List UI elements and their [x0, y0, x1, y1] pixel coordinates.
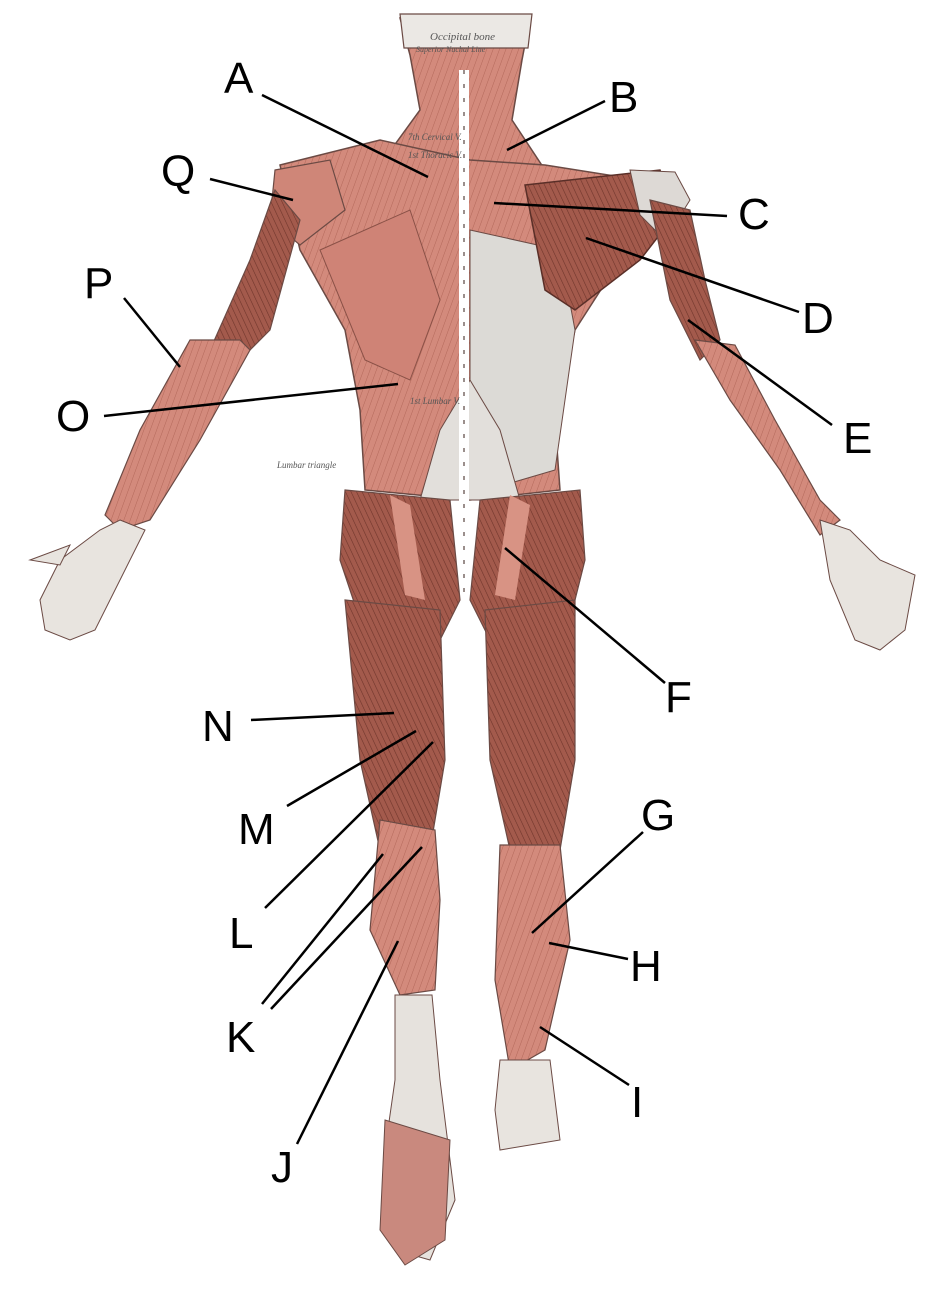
label-j: J [271, 1143, 293, 1192]
text-lumbar-triangle: Lumbar triangle [276, 460, 336, 470]
leader-line-l [264, 741, 434, 909]
leader-line-i [539, 1025, 630, 1087]
leader-line-d [585, 236, 800, 314]
leader-line-a [261, 93, 429, 179]
label-n: N [202, 702, 234, 751]
leader-line-h [548, 941, 629, 961]
left-arm [28, 188, 301, 641]
leader-line-f [504, 547, 666, 684]
right-arm [649, 199, 916, 651]
leader-lines [103, 93, 833, 1145]
text-7th-cervical: 7th Cervical V. [408, 132, 462, 142]
label-k: K [226, 1013, 256, 1062]
label-g: G [641, 791, 676, 840]
leader-line-j [295, 940, 400, 1145]
label-m: M [238, 805, 275, 854]
leader-line-k2 [270, 846, 423, 1010]
leader-line-g [531, 831, 644, 934]
text-1st-thoracic: 1st Thoracic V. [408, 150, 463, 160]
label-f: F [665, 673, 692, 722]
leader-line-n [250, 711, 395, 722]
leader-line-c [493, 201, 728, 218]
label-h: H [630, 942, 662, 991]
label-a: A [224, 54, 254, 103]
label-d: D [802, 294, 834, 343]
text-occipital-bone: Occipital bone [430, 31, 495, 43]
leader-line-k1 [261, 853, 384, 1005]
trunk: Occipital bone Superior Nuchal Line 7th … [269, 31, 691, 600]
label-c: C [738, 190, 770, 239]
leader-line-q [209, 177, 294, 202]
label-q: Q [161, 147, 196, 196]
label-o: O [56, 392, 91, 441]
leader-line-o [103, 382, 399, 418]
label-b: B [609, 73, 639, 122]
leader-line-p [123, 297, 181, 368]
label-e: E [843, 414, 873, 463]
label-p: P [84, 259, 114, 308]
pelvis-legs [339, 489, 586, 1266]
label-l: L [229, 909, 254, 958]
leader-line-m [286, 729, 417, 808]
label-i: I [631, 1078, 644, 1127]
leader-line-e [687, 318, 833, 427]
leader-line-b [506, 99, 606, 152]
text-nuchal-line: Superior Nuchal Line [416, 45, 486, 54]
text-1st-lumbar: 1st Lumbar V. [410, 396, 461, 406]
